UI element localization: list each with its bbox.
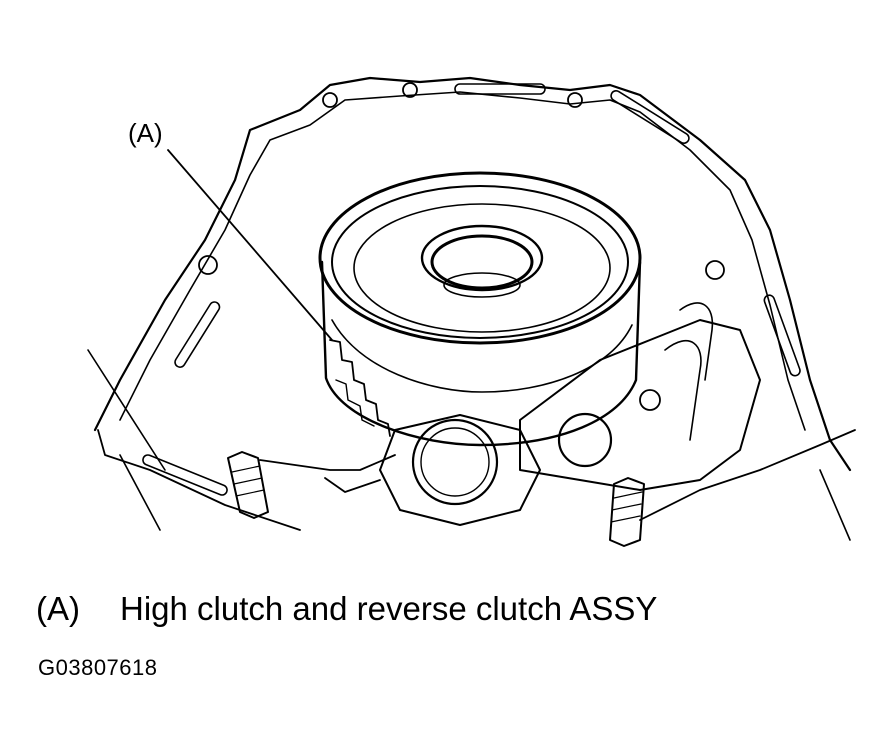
clutch-hub-inner [430,234,534,290]
flange-slot [610,90,690,144]
bolt-hole [322,92,338,108]
flange-slot [174,301,221,368]
case-edge [819,469,851,541]
clutch-drum-top [318,171,642,345]
callout-label-a: (A) [128,118,163,148]
callout-leader-line [167,149,333,341]
pin-ridge [611,503,642,511]
fitting-bore [411,418,499,506]
clutch-drum-splines [335,379,375,427]
clutch-drum-splines [329,339,391,437]
pin-ridge [235,489,265,497]
clutch-drum-face [353,203,611,333]
case-lower-left [97,429,301,531]
pin-ridge [613,491,643,499]
dowel-pin-right [609,477,645,547]
flange-slot [454,83,546,95]
case-edge [119,454,161,531]
clutch-drum-side [320,260,642,447]
pin-ridge [231,465,261,473]
lower-fitting [379,414,541,526]
valve-bore [557,412,613,468]
diagram-canvas [87,76,856,547]
figure-id: G03807618 [38,655,158,680]
transmission-case-illustration [87,76,856,547]
bolt-hole [567,92,583,108]
legend-key: (A) [36,590,80,627]
dowel-pin-left [227,451,269,519]
linkage-arm [259,454,396,471]
legend-text: High clutch and reverse clutch ASSY [120,590,658,627]
bolt-hole [402,82,418,98]
bolt-hole [705,260,725,280]
pin-ridge [610,515,641,523]
bolt-hole [639,389,661,411]
flange-slot [142,454,228,496]
case-edge [87,349,166,471]
legend-row: (A) High clutch and reverse clutch ASSY [36,590,657,628]
flange-slot [763,294,801,377]
clutch-hub-bore [443,272,521,298]
linkage-arm [324,477,381,493]
case-lower-right [639,429,856,521]
clutch-drum-rim [331,185,629,339]
valve-channel [679,302,714,381]
clutch-hub-outer [420,224,544,292]
valve-channel [664,339,702,441]
bolt-hole [198,255,218,275]
pin-ridge [233,477,263,485]
clutch-drum-band [331,319,633,393]
valve-body-plate [519,319,761,491]
fitting-bore-inner [420,427,490,497]
